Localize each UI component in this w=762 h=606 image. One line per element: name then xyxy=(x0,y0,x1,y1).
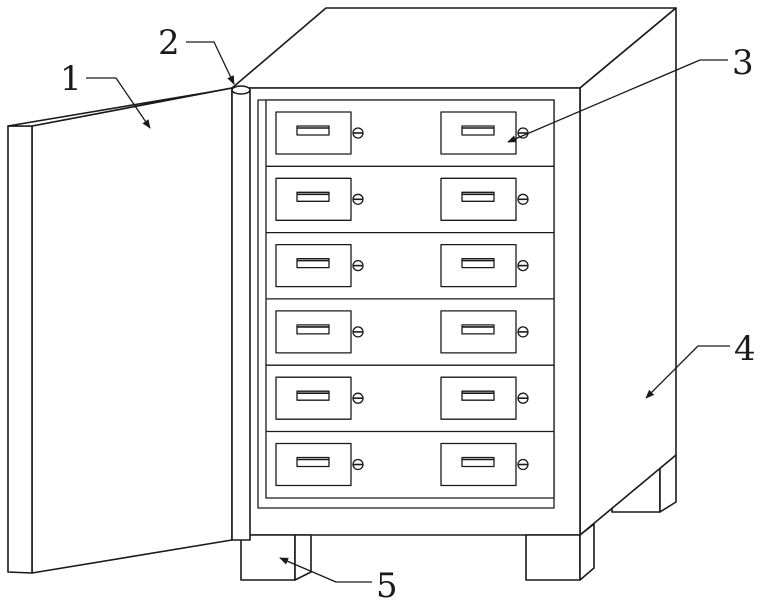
callout-2: 2 xyxy=(158,23,180,63)
drawer xyxy=(441,444,528,486)
lock-icon xyxy=(518,393,528,403)
lock-icon xyxy=(518,194,528,204)
hinge xyxy=(232,86,250,540)
drawer xyxy=(441,245,528,287)
front-foot-left xyxy=(241,535,311,580)
drawer xyxy=(276,112,363,154)
lock-icon xyxy=(353,261,363,271)
drawer xyxy=(441,377,528,419)
drawer xyxy=(441,178,528,220)
drawer xyxy=(276,245,363,287)
drawer xyxy=(276,444,363,486)
drawer xyxy=(276,311,363,353)
drawer xyxy=(441,112,528,154)
leader-2 xyxy=(186,42,234,84)
lock-icon xyxy=(353,128,363,138)
lock-icon xyxy=(353,194,363,204)
lock-icon xyxy=(518,261,528,271)
lock-icon xyxy=(518,327,528,337)
callout-4: 4 xyxy=(734,329,756,369)
lock-icon xyxy=(518,460,528,470)
drawer xyxy=(276,178,363,220)
door xyxy=(8,88,232,573)
lock-icon xyxy=(353,460,363,470)
callout-3: 3 xyxy=(732,43,754,83)
callout-5: 5 xyxy=(376,566,398,606)
lock-icon xyxy=(353,393,363,403)
door-edge xyxy=(8,126,32,573)
drawer xyxy=(441,311,528,353)
cabinet-side xyxy=(580,8,676,535)
callout-1: 1 xyxy=(60,59,82,99)
lock-icon xyxy=(353,327,363,337)
drawer xyxy=(276,377,363,419)
door-panel xyxy=(32,88,232,573)
